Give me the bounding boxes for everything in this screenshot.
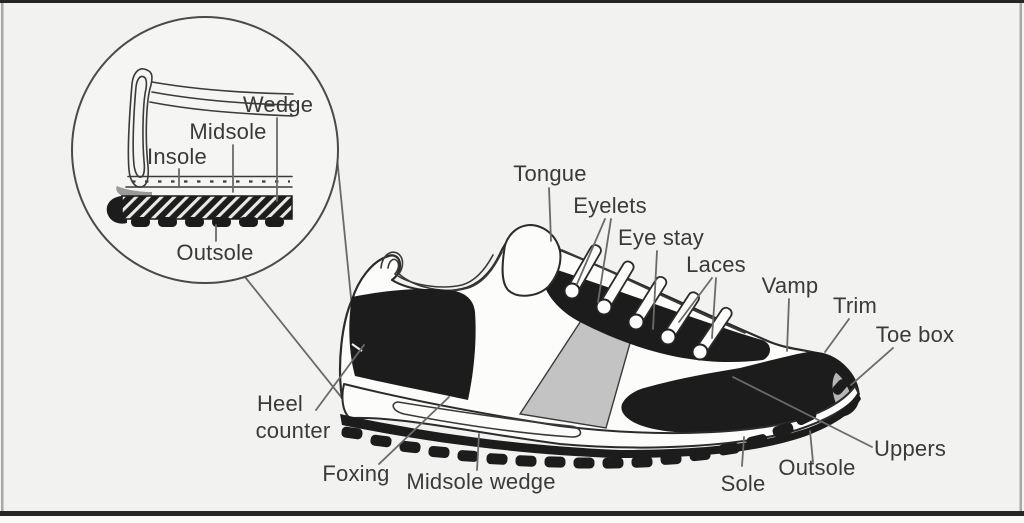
eyelets-row bbox=[563, 282, 709, 361]
toe-box-panel bbox=[621, 351, 860, 434]
inset-heel-shading bbox=[116, 186, 152, 196]
collar-inner-line bbox=[387, 254, 494, 288]
label-eyelets: Eyelets bbox=[573, 193, 647, 218]
tongue-shape bbox=[501, 223, 562, 297]
laces-straps bbox=[566, 244, 733, 358]
pointer-midsole-wedge-line bbox=[476, 433, 480, 471]
outsole-lugs bbox=[341, 379, 848, 469]
outsole-band bbox=[340, 392, 861, 458]
heel-counter-panel bbox=[349, 289, 476, 400]
eyelet bbox=[563, 282, 581, 300]
eyelet bbox=[627, 313, 645, 331]
eyelet bbox=[691, 343, 709, 361]
shoe-labels: Tongue Eyelets Eye stay Laces Vamp Trim … bbox=[256, 161, 954, 496]
pointer-laces-line-2 bbox=[711, 277, 717, 339]
label-insole: Insole bbox=[147, 144, 207, 169]
pointer-eye-stay-line bbox=[652, 250, 658, 330]
label-eye-stay: Eye stay bbox=[618, 225, 704, 250]
pointer-foxing-line bbox=[378, 396, 450, 465]
inset-outsole-lugs bbox=[131, 217, 284, 227]
eyelet bbox=[659, 328, 677, 346]
pointer-laces-line-1 bbox=[678, 277, 713, 323]
pointer-vamp-line bbox=[786, 298, 790, 352]
label-tongue: Tongue bbox=[513, 161, 586, 186]
foxing-oval bbox=[392, 401, 582, 438]
pointer-trim-line bbox=[824, 318, 850, 353]
label-midsole-wedge: Midsole wedge bbox=[406, 469, 555, 494]
collar-outer-line bbox=[380, 251, 503, 292]
frame-bottom-margin bbox=[0, 516, 1024, 523]
frame-top bbox=[0, 0, 1024, 3]
pointer-toe-box-line bbox=[850, 347, 894, 386]
label-heel-counter-line2: counter bbox=[256, 418, 331, 443]
inset-lining-line-1 bbox=[151, 81, 294, 95]
label-laces: Laces bbox=[686, 252, 746, 277]
label-midsole: Midsole bbox=[189, 119, 266, 144]
label-inset-outsole: Outsole bbox=[176, 240, 253, 265]
inset-lining-line-2 bbox=[151, 91, 294, 106]
pointer-outsole-line bbox=[809, 430, 814, 463]
label-foxing: Foxing bbox=[322, 461, 389, 486]
label-sole: Sole bbox=[721, 471, 766, 496]
inset-lining-line-3 bbox=[149, 101, 294, 117]
label-uppers: Uppers bbox=[874, 436, 946, 461]
label-outsole: Outsole bbox=[778, 455, 855, 480]
frame-bottom bbox=[0, 511, 1024, 516]
label-trim: Trim bbox=[833, 293, 877, 318]
pointer-heel-counter-line bbox=[315, 344, 365, 411]
pointer-sole-line bbox=[741, 436, 745, 467]
label-vamp: Vamp bbox=[762, 273, 819, 298]
pointer-tongue-line bbox=[548, 187, 552, 242]
inset-cross-section: Wedge Midsole Insole Outsole bbox=[71, 16, 339, 284]
label-heel-counter-line1: Heel bbox=[257, 391, 303, 416]
pointer-eyelets-line-2 bbox=[597, 218, 612, 303]
frame-left bbox=[1, 3, 4, 511]
label-toe-box: Toe box bbox=[876, 322, 954, 347]
frame-right bbox=[1019, 3, 1022, 511]
pointer-eyelets-line-1 bbox=[576, 218, 606, 285]
pointer-uppers-line bbox=[732, 376, 873, 448]
label-wedge: Wedge bbox=[243, 92, 313, 117]
inset-hatched-sole-bar bbox=[121, 195, 293, 220]
eyelet bbox=[595, 298, 613, 316]
